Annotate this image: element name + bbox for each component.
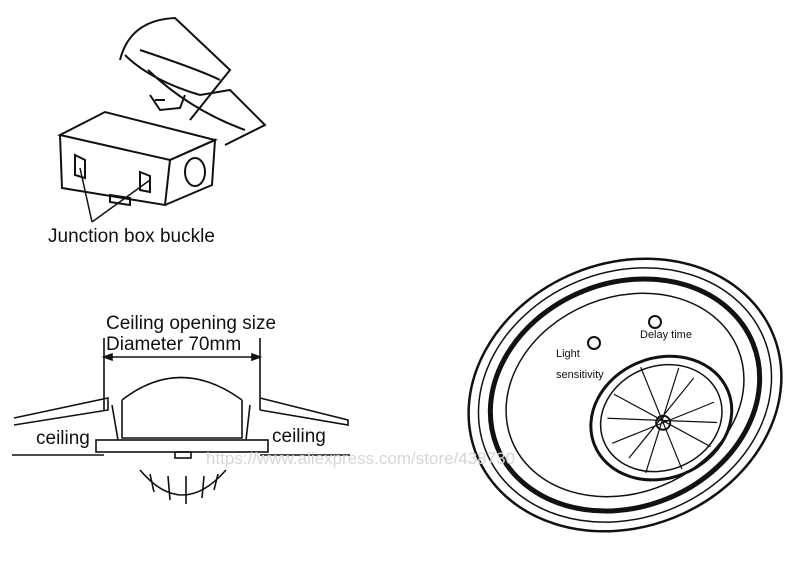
light-label-line1: Light xyxy=(556,348,580,360)
junction-box-buckle-label: Junction box buckle xyxy=(48,226,215,247)
delay-time-label: Delay time xyxy=(640,329,692,341)
ceiling-opening-size-label: Ceiling opening size xyxy=(106,313,277,334)
ceiling-left-label: ceiling xyxy=(36,428,90,449)
ceiling-right-label: ceiling xyxy=(272,426,326,447)
diameter-label: Diameter 70mm xyxy=(106,334,242,355)
light-label-line2: sensitivity xyxy=(556,369,604,381)
watermark-text: https://www.aliexpress.com/store/438730 xyxy=(206,449,515,468)
